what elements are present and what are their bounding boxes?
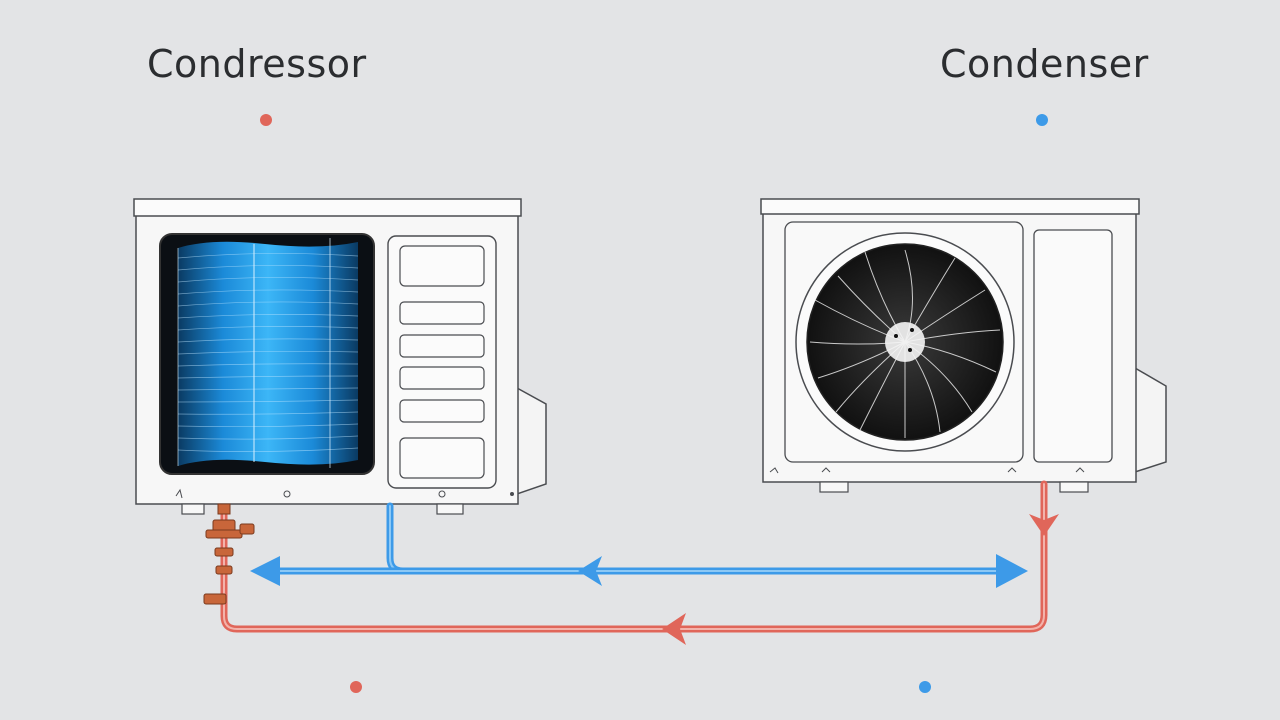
hot-arrow-down bbox=[1029, 514, 1059, 536]
coil-unit-icon bbox=[133, 198, 547, 515]
coil-fins bbox=[177, 253, 359, 452]
compressor-label: Condressor bbox=[147, 42, 367, 86]
condenser-label: Condenser bbox=[940, 42, 1149, 86]
cold-arrow-mid bbox=[578, 556, 602, 586]
fan-unit-icon bbox=[760, 198, 1167, 493]
cold-indicator-dot-top bbox=[1036, 114, 1048, 126]
valve-fitting bbox=[203, 503, 255, 605]
refrigerant-line-cold bbox=[264, 502, 1014, 575]
cold-arrow-left bbox=[250, 556, 280, 586]
cold-arrow-right bbox=[996, 554, 1028, 588]
hot-indicator-dot-top bbox=[260, 114, 272, 126]
hot-arrow-mid bbox=[662, 613, 686, 645]
refrigerant-line-hot bbox=[220, 480, 1048, 633]
hot-indicator-dot-bottom bbox=[350, 681, 362, 693]
cold-indicator-dot-bottom bbox=[919, 681, 931, 693]
